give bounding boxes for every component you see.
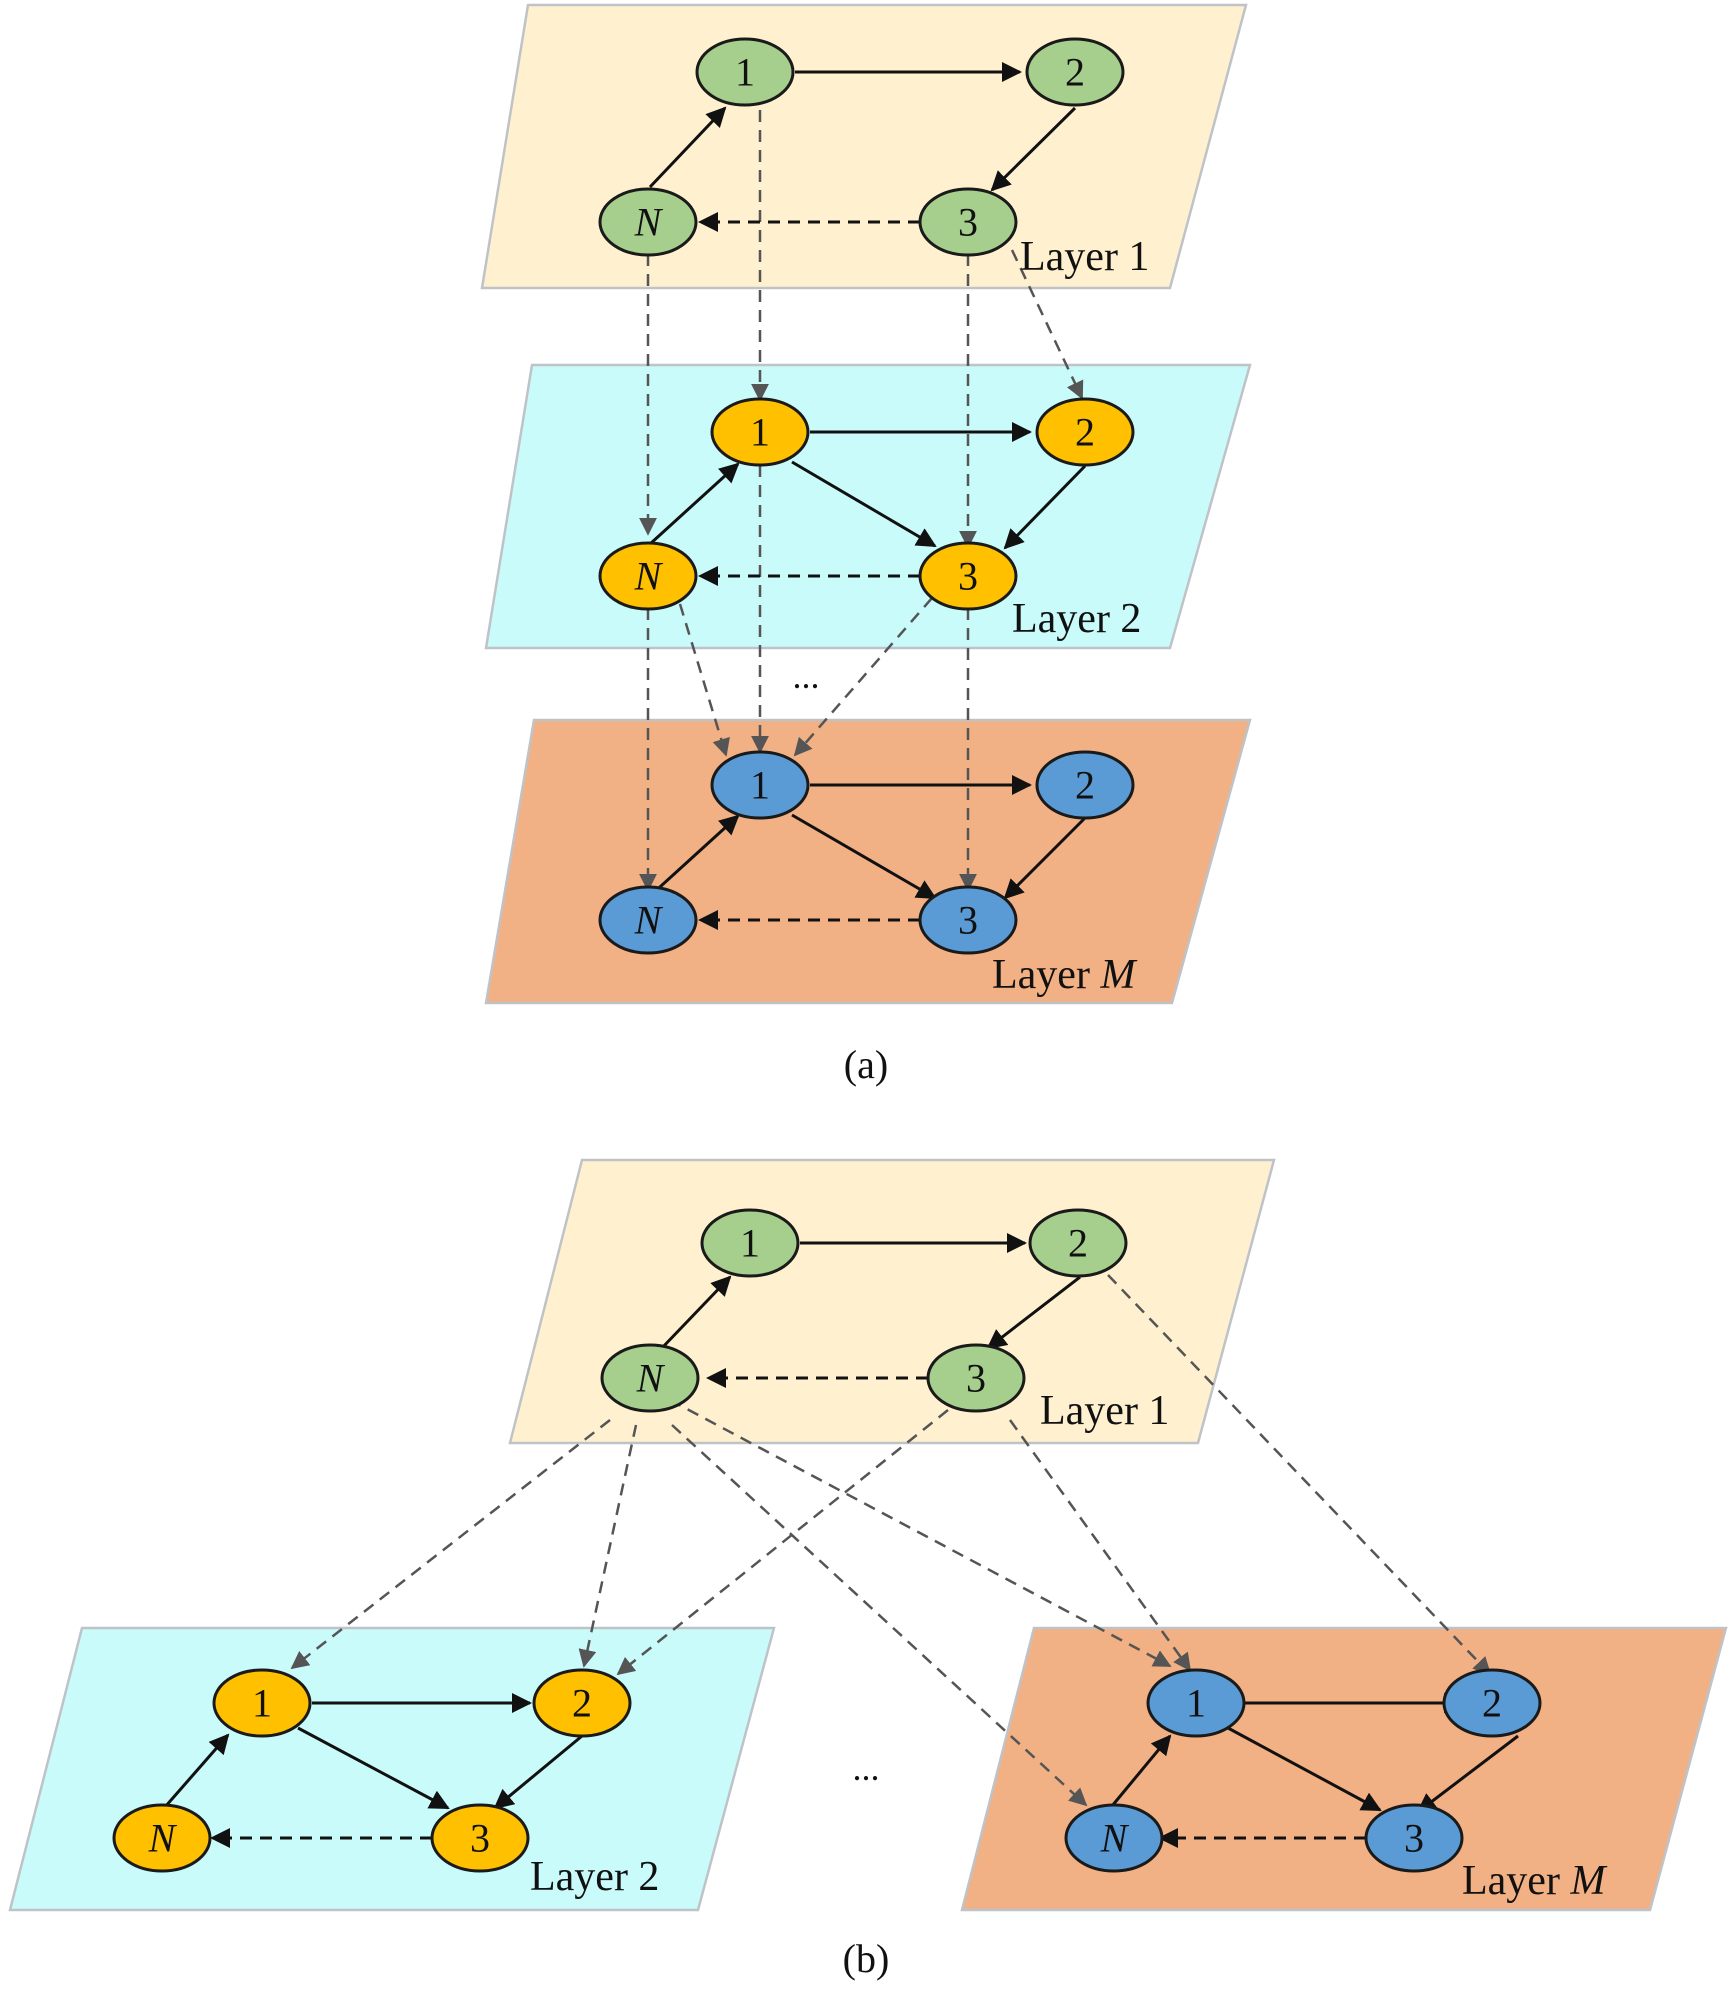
b-layer1-edges [658,1233,1081,1388]
b-layer1-label: Layer 1 [1040,1388,1169,1434]
b-layerM-label: Layer M [1462,1858,1607,1904]
b-interlayer-edges [290,1274,1492,1807]
a-layer1-label: Layer 1 [1020,234,1149,280]
svg-text:1: 1 [740,1221,760,1266]
svg-text:N: N [634,200,664,245]
a-layerM-node-3: 3 [918,885,1018,955]
svg-text:1: 1 [252,1681,272,1726]
b-layerM-node-2: 2 [1442,1668,1542,1738]
svg-text:3: 3 [958,554,978,599]
a-layerM-node-N: N [598,885,698,955]
svg-text:1: 1 [1186,1681,1206,1726]
a-layer2-node-1: 1 [710,397,810,467]
svg-text:1: 1 [735,50,755,95]
svg-text:3: 3 [958,200,978,245]
b-layer1-node-2: 2 [1028,1208,1128,1278]
panel-b: 1 2 3 N Layer 1 1 2 3 N [8,1158,1728,1981]
b-layerM-plane [960,1626,1728,1912]
b-caption: (b) [843,1936,890,1981]
b-layer1-node-3: 3 [926,1343,1026,1413]
b-layer2-node-N: N [112,1803,212,1873]
svg-text:2: 2 [1075,763,1095,808]
a-layer2-edges [648,422,1087,586]
b-layer2-node-3: 3 [430,1803,530,1873]
a-layer1-node-2: 2 [1025,37,1125,107]
b-layer2-node-1: 1 [212,1668,312,1738]
svg-text:3: 3 [966,1356,986,1401]
b-layerM-node-3: 3 [1364,1803,1464,1873]
svg-text:1: 1 [750,763,770,808]
a-caption: (a) [844,1042,888,1087]
svg-text:3: 3 [958,898,978,943]
panel-a: 1 2 3 N Layer 1 1 2 3 N [480,3,1252,1087]
a-ellipsis: ... [793,656,820,696]
a-layer1-node-3: 3 [918,187,1018,257]
svg-text:N: N [634,898,664,943]
a-layer2-node-2: 2 [1035,397,1135,467]
a-layer1-node-1: 1 [695,37,795,107]
b-layerM-edges [1110,1693,1519,1848]
svg-text:2: 2 [572,1681,592,1726]
a-interlayer-edges [639,110,1084,892]
svg-text:N: N [1100,1816,1130,1861]
a-layerM-node-1: 1 [710,750,810,820]
a-layer2-node-N: N [598,541,698,611]
a-layer2-node-3: 3 [918,541,1018,611]
b-layer2-edges [163,1693,583,1848]
svg-text:2: 2 [1482,1681,1502,1726]
a-layerM-label: Layer M [992,952,1137,998]
svg-text:N: N [634,554,664,599]
a-layerM-node-2: 2 [1035,750,1135,820]
svg-text:2: 2 [1068,1221,1088,1266]
b-layerM-node-N: N [1064,1803,1164,1873]
svg-text:3: 3 [470,1816,490,1861]
b-layerM-node-1: 1 [1146,1668,1246,1738]
b-layer1-node-N: N [600,1343,700,1413]
b-layer2-node-2: 2 [532,1668,632,1738]
svg-text:N: N [636,1356,666,1401]
a-layer1-edges [648,62,1077,232]
svg-text:2: 2 [1075,410,1095,455]
svg-text:N: N [148,1816,178,1861]
b-layer1-node-1: 1 [700,1208,800,1278]
a-layer1-node-N: N [598,187,698,257]
b-layer2-label: Layer 2 [530,1854,659,1900]
a-layerM-edges [648,775,1087,930]
a-layer2-label: Layer 2 [1012,596,1141,642]
svg-text:3: 3 [1404,1816,1424,1861]
svg-text:2: 2 [1065,50,1085,95]
svg-text:1: 1 [750,410,770,455]
b-ellipsis: ... [853,1748,880,1788]
